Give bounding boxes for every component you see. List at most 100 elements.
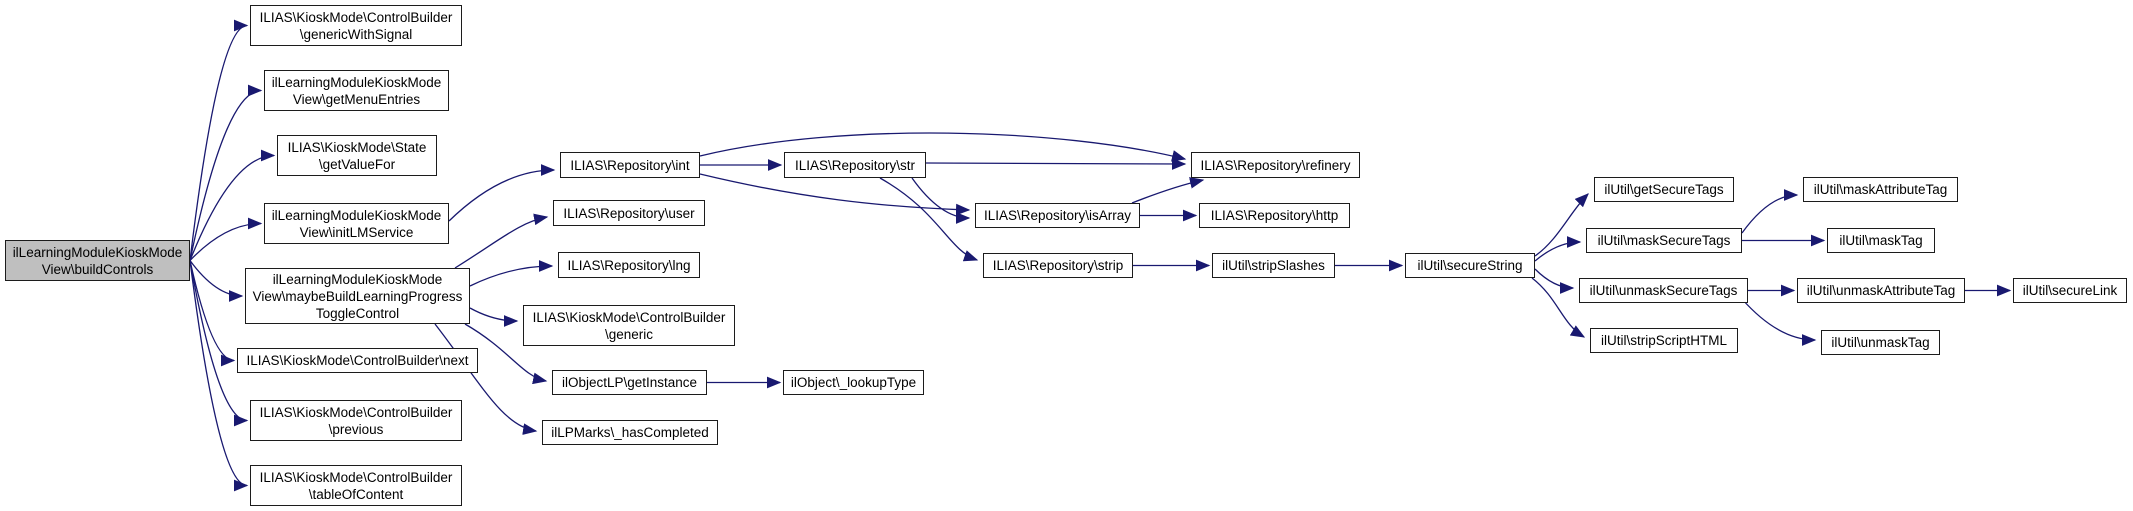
- node-unmaskAttributeTag[interactable]: ilUtil\unmaskAttributeTag: [1797, 278, 1965, 303]
- node-next[interactable]: ILIAS\KioskMode\ControlBuilder\next: [237, 348, 478, 373]
- node-label-line: View\initLMService: [299, 224, 414, 240]
- node-label-line: ILIAS\KioskMode\ControlBuilder: [259, 469, 453, 485]
- node-label-line: ilUtil\unmaskTag: [1831, 335, 1930, 350]
- node-isArray[interactable]: ILIAS\Repository\isArray: [975, 203, 1140, 228]
- node-label-line: ilLPMarks\_hasCompleted: [551, 425, 709, 440]
- node-label-line: ilUtil\secureString: [1417, 258, 1523, 273]
- node-label-line: \genericWithSignal: [299, 26, 413, 42]
- node-label-line: ilLearningModuleKioskMode: [272, 271, 443, 287]
- edge-secureString-unmaskSecureTags: [1534, 268, 1575, 294]
- edge-secureString-getSecureTags: [1534, 193, 1589, 257]
- node-label-line: ILIAS\Repository\int: [570, 157, 690, 173]
- node-label-line: ilUtil\unmaskAttributeTag: [1806, 283, 1956, 298]
- node-user[interactable]: ILIAS\Repository\user: [553, 200, 705, 226]
- node-label-line: ilUtil\maskTag: [1839, 233, 1923, 248]
- node-label-line: ilObjectLP\getInstance: [561, 375, 698, 390]
- edge-maybeBuild-getInstance: [464, 323, 548, 385]
- node-previous[interactable]: ILIAS\KioskMode\ControlBuilder\previous: [250, 400, 462, 441]
- node-label-line: ILIAS\KioskMode\State: [287, 139, 427, 155]
- node-stripSlashes[interactable]: ilUtil\stripSlashes: [1212, 253, 1335, 278]
- node-label-line: ILIAS\Repository\lng: [567, 257, 691, 273]
- node-label-line: ILIAS\Repository\http: [1210, 208, 1339, 223]
- node-label-line: View\buildControls: [41, 261, 154, 277]
- edge-isArray-refinery: [1131, 177, 1205, 204]
- edge-buildControls-initLMService: [189, 217, 263, 261]
- edge-int-refinery: [699, 132, 1187, 162]
- edge-buildControls-genericWithSignal: [189, 19, 249, 261]
- node-label-line: ILIAS\KioskMode\ControlBuilder: [259, 9, 453, 25]
- edge-maybeBuild-generic: [469, 307, 519, 327]
- node-label-line: ilUtil\unmaskSecureTags: [1589, 283, 1738, 298]
- node-maskTag[interactable]: ilUtil\maskTag: [1827, 228, 1935, 253]
- edge-str-isArray: [911, 177, 971, 224]
- node-label-line: ilUtil\maskSecureTags: [1597, 233, 1731, 248]
- node-tableOfContent[interactable]: ILIAS\KioskMode\ControlBuilder\tableOfCo…: [250, 465, 462, 506]
- node-label-line: ilUtil\getSecureTags: [1604, 182, 1724, 197]
- node-label-line: ilObject\_lookupType: [790, 375, 917, 390]
- node-label-line: ILIAS\Repository\refinery: [1200, 157, 1351, 173]
- edge-int-isArray: [699, 173, 971, 216]
- node-str[interactable]: ILIAS\Repository\str: [784, 152, 926, 178]
- node-maskSecureTags[interactable]: ilUtil\maskSecureTags: [1586, 228, 1742, 253]
- edge-buildControls-next: [189, 260, 236, 367]
- edge-buildControls-tableOfContent: [189, 260, 249, 492]
- edge-initLMService-int: [448, 164, 556, 222]
- node-label-line: ilUtil\maskAttributeTag: [1813, 182, 1948, 197]
- edge-secureString-maskSecureTags: [1534, 236, 1582, 262]
- node-strip[interactable]: ILIAS\Repository\strip: [983, 253, 1133, 278]
- node-generic[interactable]: ILIAS\KioskMode\ControlBuilder\generic: [523, 305, 735, 346]
- node-int[interactable]: ILIAS\Repository\int: [560, 152, 700, 178]
- node-label-line: ILIAS\KioskMode\ControlBuilder\next: [246, 353, 469, 368]
- edge-str-refinery: [925, 158, 1187, 170]
- node-label-line: \previous: [328, 421, 384, 437]
- edge-maybeBuild-hasCompleted: [434, 323, 538, 435]
- node-stripScriptHTML[interactable]: ilUtil\stripScriptHTML: [1590, 328, 1738, 353]
- node-label-line: ilUtil\secureLink: [2022, 283, 2118, 298]
- node-label-line: View\maybeBuildLearningProgress: [252, 288, 463, 304]
- node-label-line: ILIAS\Repository\strip: [992, 258, 1124, 273]
- node-label-line: ilUtil\stripSlashes: [1222, 258, 1325, 273]
- node-label-line: ILIAS\Repository\str: [794, 157, 916, 173]
- node-unmaskTag[interactable]: ilUtil\unmaskTag: [1821, 330, 1940, 355]
- node-label-line: ILIAS\KioskMode\ControlBuilder: [532, 309, 726, 325]
- node-label-line: ToggleControl: [315, 305, 400, 321]
- node-secureString[interactable]: ilUtil\secureString: [1405, 253, 1535, 278]
- node-label-line: ILIAS\Repository\isArray: [983, 208, 1132, 223]
- node-getInstance[interactable]: ilObjectLP\getInstance: [552, 370, 707, 395]
- edge-maybeBuild-lng: [469, 260, 554, 287]
- edge-str-strip: [879, 177, 979, 262]
- node-label-line: ilUtil\stripScriptHTML: [1600, 333, 1727, 348]
- node-genericWithSignal[interactable]: ILIAS\KioskMode\ControlBuilder\genericWi…: [250, 5, 462, 46]
- node-getValueFor[interactable]: ILIAS\KioskMode\State\getValueFor: [277, 135, 437, 176]
- node-lng[interactable]: ILIAS\Repository\lng: [558, 252, 700, 278]
- edge-unmaskSecureTags-unmaskTag: [1741, 298, 1817, 346]
- edge-maybeBuild-user: [454, 213, 549, 269]
- node-http[interactable]: ILIAS\Repository\http: [1199, 203, 1350, 228]
- node-getSecureTags[interactable]: ilUtil\getSecureTags: [1594, 177, 1734, 202]
- node-hasCompleted[interactable]: ilLPMarks\_hasCompleted: [542, 420, 718, 445]
- node-label-line: ILIAS\Repository\user: [563, 205, 695, 221]
- edge-buildControls-getValueFor: [189, 149, 276, 261]
- node-label-line: \tableOfContent: [308, 486, 404, 502]
- edge-buildControls-maybeBuild: [189, 260, 244, 302]
- node-maskAttributeTag[interactable]: ilUtil\maskAttributeTag: [1803, 177, 1958, 202]
- node-secureLink[interactable]: ilUtil\secureLink: [2013, 278, 2127, 303]
- edge-buildControls-getMenuEntries: [189, 84, 263, 261]
- node-lookupType[interactable]: ilObject\_lookupType: [783, 370, 924, 395]
- node-unmaskSecureTags[interactable]: ilUtil\unmaskSecureTags: [1579, 278, 1748, 303]
- node-refinery[interactable]: ILIAS\Repository\refinery: [1191, 152, 1360, 178]
- edge-secureString-stripScriptHTML: [1531, 277, 1586, 338]
- node-label-line: ilLearningModuleKioskMode: [271, 74, 442, 90]
- edge-maskSecureTags-maskAttributeTag: [1741, 189, 1799, 234]
- node-label-line: \generic: [604, 326, 654, 342]
- node-label-line: View\getMenuEntries: [292, 91, 421, 107]
- node-label-line: ilLearningModuleKioskMode: [12, 244, 183, 260]
- node-label-line: ILIAS\KioskMode\ControlBuilder: [259, 404, 453, 420]
- edge-buildControls-previous: [189, 260, 249, 427]
